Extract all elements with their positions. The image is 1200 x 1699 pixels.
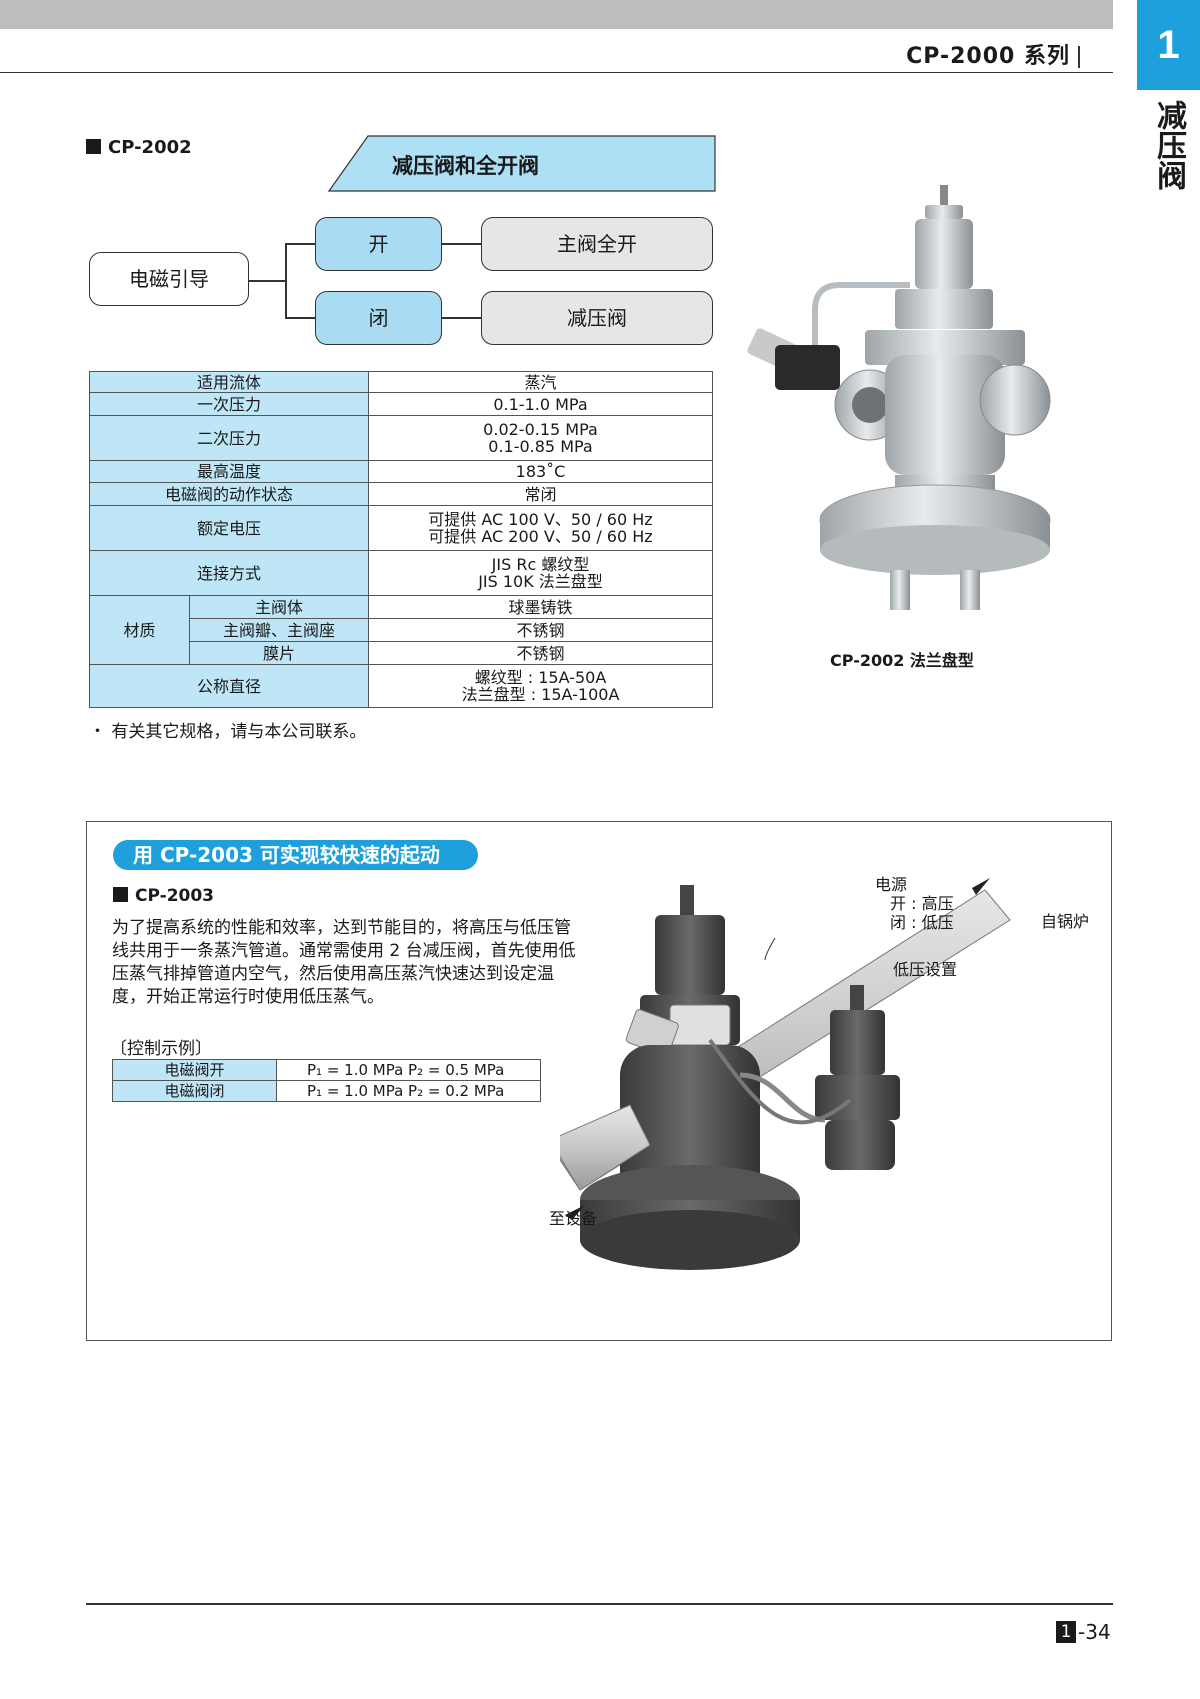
header-rule	[0, 72, 1113, 73]
power-open-label: 开 : 高压	[890, 894, 954, 913]
spec-label: 公称直径	[89, 664, 369, 708]
table-row: 适用流体 蒸汽	[89, 371, 713, 393]
spec-label: 最高温度	[89, 460, 369, 483]
power-label: 电源	[875, 875, 908, 894]
connector-line	[285, 317, 315, 319]
model-heading: CP-2002	[86, 137, 192, 158]
closed-state-box: 闭	[315, 291, 442, 345]
spec-note: ・ 有关其它规格，请与本公司联系。	[89, 722, 367, 742]
banner-shape	[328, 135, 716, 192]
table-row: 材质 主阀体 球墨铸铁	[89, 595, 713, 665]
control-example-title: 〔控制示例〕	[110, 1039, 212, 1059]
page-chapter-box: 1	[1056, 1621, 1076, 1643]
table-row: 膜片 不锈钢	[90, 641, 713, 665]
solenoid-pilot-box: 电磁引导	[89, 252, 249, 306]
from-boiler-label: 自锅炉	[1041, 912, 1090, 931]
spec-value: 183˚C	[368, 460, 713, 483]
spec-table: 适用流体 蒸汽 一次压力 0.1-1.0 MPa 二次压力 0.02-0.15 …	[89, 371, 713, 708]
chapter-title-vertical: 减压阀	[1151, 100, 1186, 190]
connector-line	[248, 280, 286, 282]
connector-line	[441, 317, 481, 319]
low-pressure-setting-label: 低压设置	[893, 960, 958, 979]
control-value: P₁ = 1.0 MPa P₂ = 0.2 MPa	[276, 1080, 541, 1102]
photo-caption: CP-2002 法兰盘型	[830, 651, 974, 670]
cp2003-pill-title: 用 CP-2003 可实现较快速的起动	[113, 840, 478, 870]
spec-label: 材质	[89, 595, 190, 665]
chapter-number-tab: 1	[1137, 0, 1200, 90]
control-label: 电磁阀开	[112, 1059, 277, 1081]
spec-label: 连接方式	[89, 550, 369, 596]
open-result-box: 主阀全开	[481, 217, 713, 271]
spec-sublabel: 膜片	[189, 641, 369, 665]
series-title: CP-2000 系列	[906, 38, 1080, 70]
spec-value: 球墨铸铁	[368, 595, 713, 619]
installation-illustration	[560, 878, 1011, 1270]
control-label: 电磁阀闭	[112, 1080, 277, 1102]
table-row: 电磁阀开 P₁ = 1.0 MPa P₂ = 0.5 MPa	[112, 1059, 541, 1081]
footer-rule	[86, 1603, 1113, 1605]
spec-value: 蒸汽	[368, 371, 713, 393]
spec-label: 适用流体	[89, 371, 369, 393]
spec-label: 电磁阀的动作状态	[89, 482, 369, 506]
to-equipment-label: 至设备	[549, 1209, 598, 1228]
table-row: 电磁阀的动作状态 常闭	[89, 482, 713, 506]
connector-line	[285, 243, 315, 245]
closed-result-box: 减压阀	[481, 291, 713, 345]
spec-sublabel: 主阀体	[189, 595, 369, 619]
cp2003-description: 为了提高系统的性能和效率，达到节能目的，将高压与低压管线共用于一条蒸汽管道。通常…	[112, 918, 576, 1007]
spec-value: 不锈钢	[368, 618, 713, 642]
spec-value: 0.1-1.0 MPa	[368, 392, 713, 416]
spec-label: 额定电压	[89, 505, 369, 551]
page-number: -34	[1078, 1620, 1111, 1644]
cp2003-model-heading: CP-2003	[113, 886, 214, 906]
banner-title: 减压阀和全开阀	[392, 154, 539, 178]
connector-line	[285, 243, 287, 318]
control-example-table: 电磁阀开 P₁ = 1.0 MPa P₂ = 0.5 MPa 电磁阀闭 P₁ =…	[112, 1059, 541, 1102]
spec-label: 一次压力	[89, 392, 369, 416]
power-closed-label: 闭 : 低压	[890, 913, 954, 932]
spec-value: 不锈钢	[368, 641, 713, 665]
valve-photo	[747, 185, 1051, 610]
table-row: 电磁阀闭 P₁ = 1.0 MPa P₂ = 0.2 MPa	[112, 1080, 541, 1102]
spec-value: 常闭	[368, 482, 713, 506]
table-row: 一次压力 0.1-1.0 MPa	[89, 392, 713, 416]
table-row: 最高温度 183˚C	[89, 460, 713, 483]
open-state-box: 开	[315, 217, 442, 271]
spec-sublabel: 主阀瓣、主阀座	[189, 618, 369, 642]
control-value: P₁ = 1.0 MPa P₂ = 0.5 MPa	[276, 1059, 541, 1081]
spec-label: 二次压力	[89, 415, 369, 461]
header-bar	[0, 0, 1113, 29]
cp2003-panel	[86, 821, 1112, 1341]
connector-line	[441, 243, 481, 245]
